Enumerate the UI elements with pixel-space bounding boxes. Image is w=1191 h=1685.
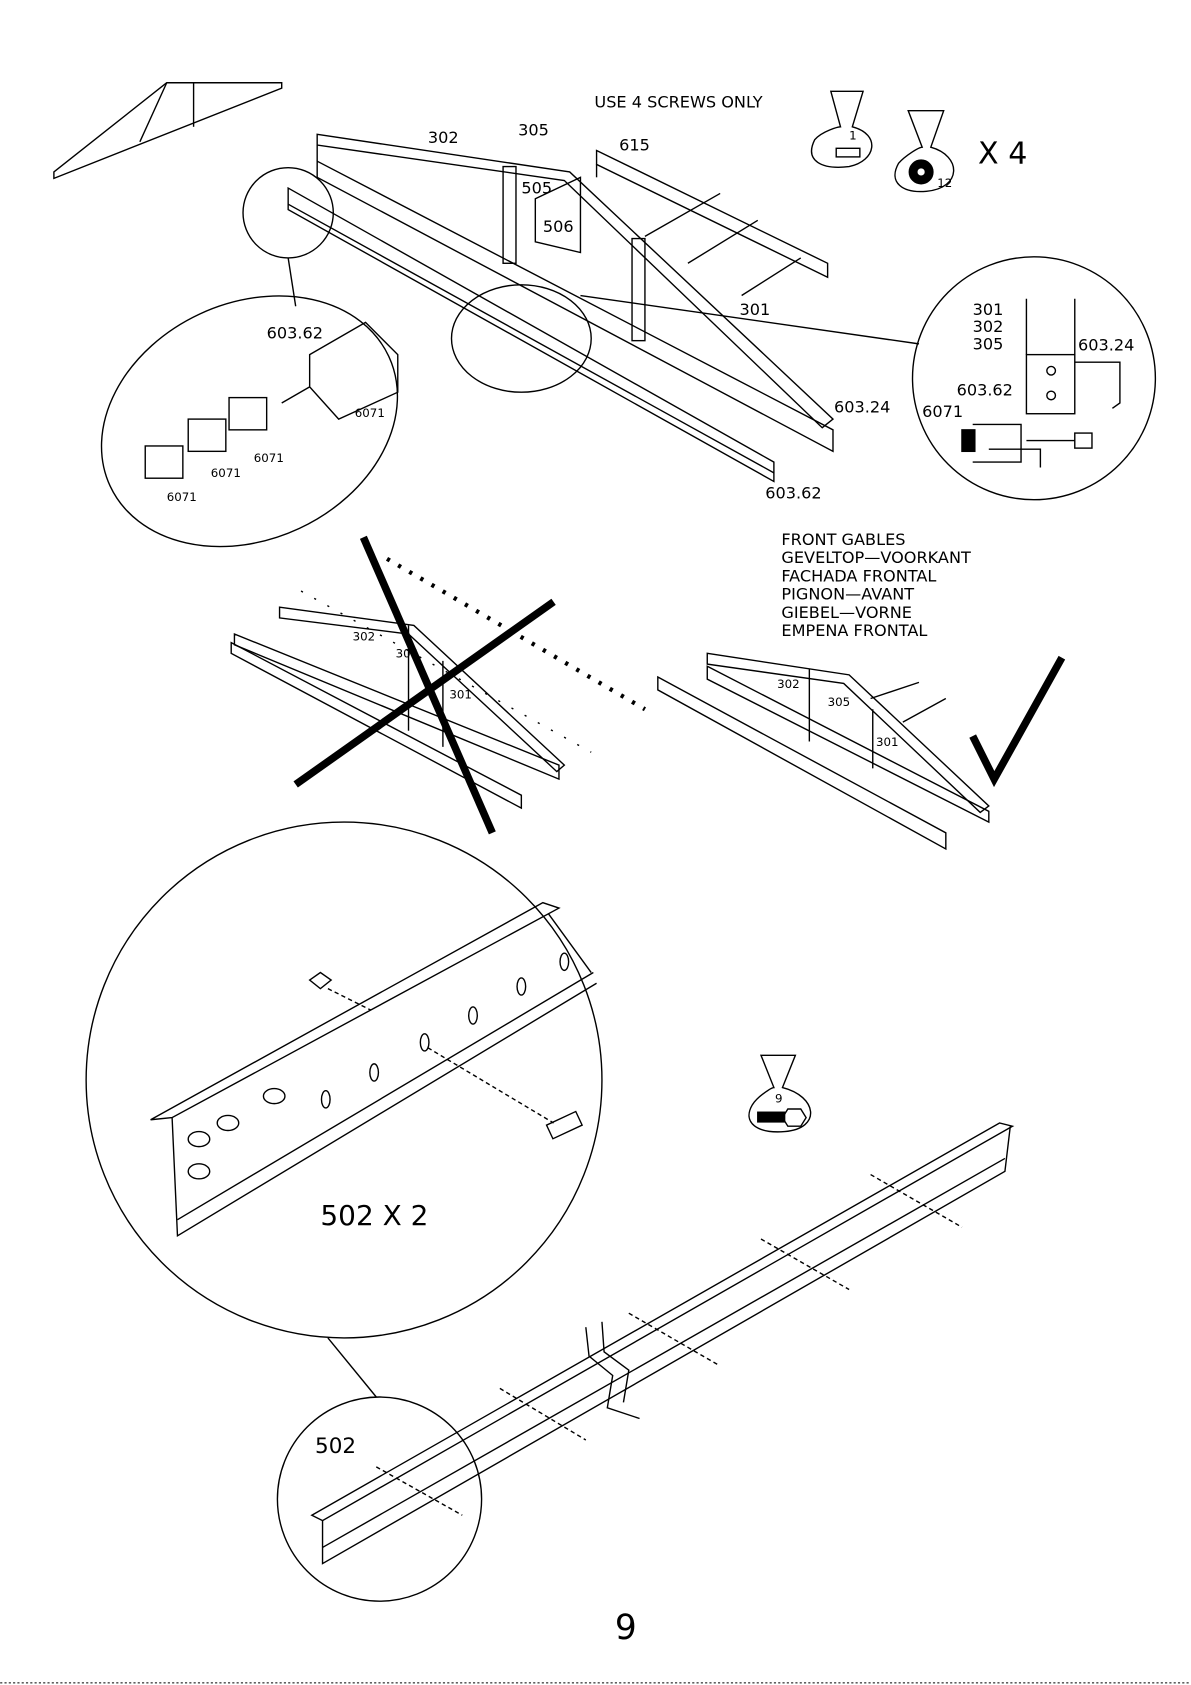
caption-line: PIGNON—AVANT xyxy=(781,585,914,604)
caption-line: EMPENA FRONTAL xyxy=(781,621,927,640)
part-label-6071: 6071 xyxy=(922,402,963,421)
beam-quantity-label: 502 X 2 xyxy=(320,1199,428,1232)
part-label-506: 506 xyxy=(543,217,574,236)
part-label-615: 615 xyxy=(619,135,650,154)
part-label-603-24: 603.24 xyxy=(1078,335,1134,354)
bag-number-12: 12 xyxy=(937,176,952,190)
washer-bag-icon xyxy=(894,109,955,193)
front-gables-caption: FRONT GABLES GEVELTOP—VOORKANT FACHADA F… xyxy=(781,530,971,640)
bolt-bag-icon xyxy=(748,1054,812,1133)
clip-detail-callout xyxy=(100,295,399,548)
instruction-text: USE 4 SCREWS ONLY xyxy=(594,92,762,111)
part-label-301: 301 xyxy=(973,300,1004,319)
cross-mark-icon xyxy=(359,535,496,835)
part-label-302: 302 xyxy=(973,317,1004,336)
clip-label: 6071 xyxy=(254,451,284,465)
part-label-603-62: 603.62 xyxy=(765,484,821,503)
part-label-505: 505 xyxy=(521,178,552,197)
page-number: 9 xyxy=(615,1608,637,1648)
gable-assembly-top xyxy=(242,133,920,483)
part-label-603-24: 603.24 xyxy=(834,398,890,417)
part-label-305: 305 xyxy=(828,695,851,709)
clip-label: 6071 xyxy=(167,490,197,504)
beam-detail-callout xyxy=(85,821,603,1398)
quantity-multiplier: X 4 xyxy=(978,136,1027,171)
beam-502-assembly xyxy=(276,1122,1015,1602)
clip-label: 6071 xyxy=(211,466,241,480)
caption-line: FACHADA FRONTAL xyxy=(781,566,936,585)
check-mark-icon xyxy=(969,655,1066,788)
clip-label: 6071 xyxy=(355,406,385,420)
part-label-603-62: 603.62 xyxy=(957,380,1013,399)
beam-label-502: 502 xyxy=(315,1434,356,1459)
part-label-301: 301 xyxy=(739,300,770,319)
joint-detail-callout xyxy=(911,256,1157,501)
part-label-301: 301 xyxy=(449,688,472,702)
correct-assembly-example xyxy=(657,652,990,851)
part-label-305: 305 xyxy=(518,120,549,139)
part-label-302: 302 xyxy=(353,629,376,643)
rail-label-603-62: 603.62 xyxy=(267,324,323,343)
caption-line: GEVELTOP—VOORKANT xyxy=(781,548,971,567)
screw-bag-icon xyxy=(810,90,873,168)
part-label-302: 302 xyxy=(777,677,800,691)
part-label-305: 305 xyxy=(396,647,419,661)
part-label-302: 302 xyxy=(428,128,459,147)
bag-number-9: 9 xyxy=(775,1092,783,1106)
part-label-301: 301 xyxy=(876,735,899,749)
bag-number-1: 1 xyxy=(849,129,857,143)
cross-mark-icon xyxy=(293,598,556,788)
part-label-305: 305 xyxy=(973,334,1004,353)
gable-thumbnail xyxy=(53,82,283,180)
caption-line: FRONT GABLES xyxy=(781,530,905,549)
caption-line: GIEBEL—VORNE xyxy=(781,603,912,622)
